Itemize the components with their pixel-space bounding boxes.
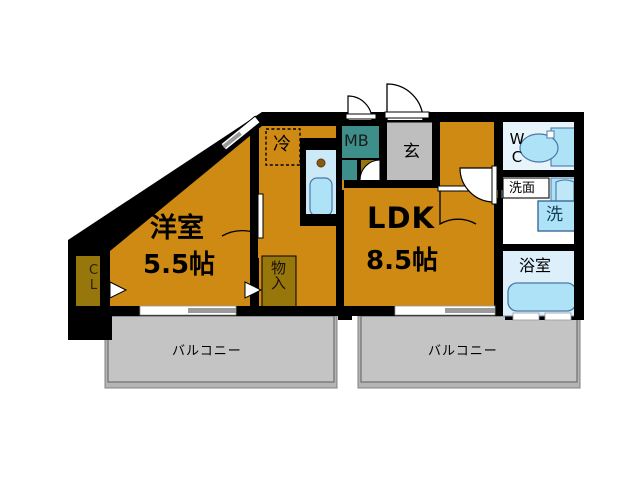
fixture-label-meter-box: MB [344, 131, 369, 150]
fixture-label-entrance: 玄 [403, 142, 420, 162]
room-label-ldk-name: LDK [367, 201, 436, 235]
room-label-ldk-size: 8.5帖 [366, 246, 439, 276]
sink-basin-icon [309, 177, 333, 217]
door-symbols [109, 83, 498, 299]
fixture-label-wc-text: WC [508, 130, 526, 166]
balcony-label-left: バルコニー [172, 344, 242, 359]
fixture-label-wc: WC [508, 130, 526, 166]
fixture-label-refrigerator: 冷 [273, 134, 291, 155]
fixture-label-bathroom: 浴室 [519, 256, 552, 275]
balcony-label-right: バルコニー [428, 344, 498, 359]
closet-label-cl: CL [86, 263, 101, 293]
refrigerator-space-outline [265, 128, 301, 166]
meter-box-panel [339, 126, 379, 158]
meter-box-sub-panel [339, 160, 357, 180]
washitsu-floor [108, 126, 250, 310]
room-label-washitsu-name: 洋室 [150, 213, 204, 244]
room-label-washitsu-size: 5.5帖 [143, 250, 216, 280]
stove-burner-icon [316, 158, 326, 168]
ldk-floor [344, 186, 498, 310]
balcony-right-group [357, 315, 581, 389]
closet-label-monoire: 物入 [269, 260, 287, 290]
bathtub-fixture [507, 282, 577, 312]
fixture-label-washbasin: 洗面 [509, 181, 536, 196]
closet-label-cl-text: CL [86, 263, 101, 293]
fixture-label-washing-machine: 洗 [546, 205, 563, 225]
windows [139, 115, 572, 321]
